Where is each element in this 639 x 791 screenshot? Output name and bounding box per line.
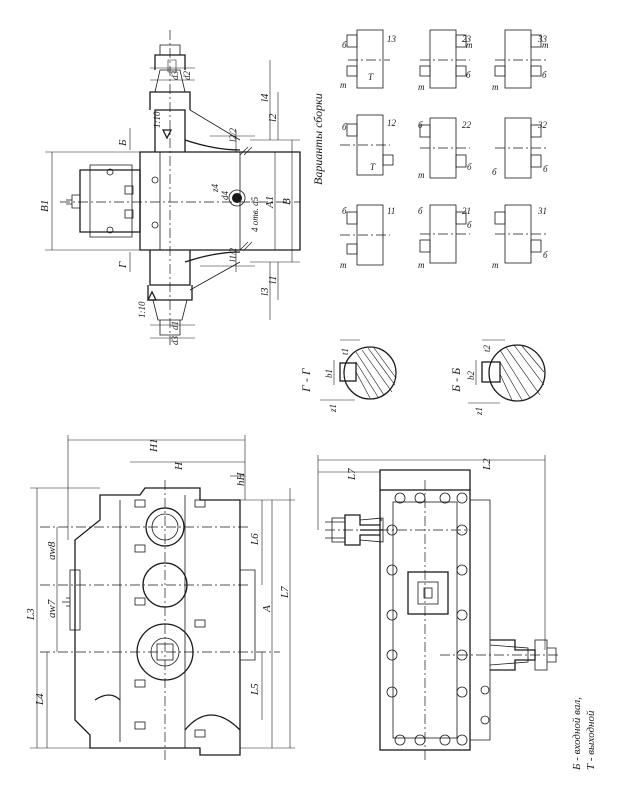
svg-text:т: т <box>542 40 549 50</box>
dim-d1-bot: d1 <box>170 321 180 330</box>
dim-L2: L2 <box>481 458 493 471</box>
variant-label-13: 13 <box>387 34 397 44</box>
section-g-title: Г - Г <box>299 367 313 393</box>
section-g-g: Г - Г t1 b1 z1 <box>299 339 397 413</box>
variant-32: 32 <box>495 117 548 179</box>
dim-A: A <box>261 605 273 613</box>
svg-text:т: т <box>418 170 425 180</box>
svg-text:т: т <box>492 260 499 270</box>
dim-b1: b1 <box>324 369 334 378</box>
legend-line-2: Т - выходной <box>585 710 597 770</box>
variant-13: 13 <box>346 29 397 89</box>
svg-text:б: б <box>467 162 472 172</box>
dim-aw8: aw8 <box>46 541 58 560</box>
section-mark-b: Б <box>117 139 129 147</box>
svg-text:б: б <box>467 220 472 230</box>
dim-A1: A1 <box>264 196 276 209</box>
svg-text:б: б <box>342 40 347 50</box>
svg-text:б: б <box>492 167 497 177</box>
legend: Б - входной вал, Т - выходной <box>571 697 597 771</box>
variant-23: 23 <box>419 29 472 89</box>
svg-text:б: б <box>542 70 547 80</box>
dim-l1: l1 <box>267 275 279 284</box>
svg-text:б: б <box>342 206 347 216</box>
svg-text:Т: Т <box>370 162 376 172</box>
svg-text:Т: Т <box>368 72 374 82</box>
dim-L6: L6 <box>249 533 261 546</box>
svg-text:б: б <box>342 122 347 132</box>
dim-d3-top: d3 <box>170 71 180 81</box>
variants-title: Варианты сборки <box>311 93 325 185</box>
variant-label-21: 21 <box>462 206 471 216</box>
dim-l1-half: l1/2 <box>228 247 238 262</box>
svg-text:б: б <box>418 206 423 216</box>
dim-z4: z4 <box>210 183 220 193</box>
variant-12: 12 <box>340 114 397 176</box>
dim-d2-top: d2 <box>182 71 192 81</box>
variant-label-31: 31 <box>537 206 547 216</box>
variant-label-12: 12 <box>387 118 397 128</box>
dim-H1: H1 <box>148 439 160 453</box>
variant-label-32: 32 <box>537 120 548 130</box>
dim-t1: t1 <box>340 348 350 355</box>
dim-b2: b2 <box>466 371 476 381</box>
dim-B: B <box>281 198 293 205</box>
svg-text:т: т <box>340 80 347 90</box>
svg-text:б: б <box>543 250 548 260</box>
dim-d3-bot: d3 <box>170 336 180 346</box>
dim-L4: L4 <box>34 693 46 706</box>
legend-line-1: Б - входной вал, <box>571 697 583 771</box>
svg-text:б: б <box>418 120 423 130</box>
variant-31: 31 <box>494 204 548 264</box>
svg-text:т: т <box>418 260 425 270</box>
dim-L3: L3 <box>25 608 37 621</box>
dim-z1-g: z1 <box>328 404 338 413</box>
section-mark-g: Г <box>117 261 129 269</box>
variant-label-22: 22 <box>462 120 472 130</box>
dim-L7-side: L7 <box>279 586 291 599</box>
dim-l2-half: l2/2 <box>228 127 238 142</box>
variant-22: 22 <box>419 117 472 179</box>
section-b-title: Б - Б <box>449 368 463 393</box>
dim-aw7: aw7 <box>46 599 58 618</box>
dim-B1: B1 <box>39 200 51 212</box>
taper-bottom: 1:10 <box>137 301 147 318</box>
variant-label-23: 23 <box>462 34 472 44</box>
dim-t2: t2 <box>482 344 492 352</box>
dim-z1-b: z1 <box>474 407 484 416</box>
assembly-variants: Варианты сборки 13 12 11 23 <box>311 29 549 270</box>
dim-hH: hH <box>235 472 247 487</box>
svg-text:б: б <box>543 164 548 174</box>
dim-H: H <box>173 461 185 471</box>
variant-21: 21 <box>419 204 471 264</box>
dim-l3: l3 <box>259 287 271 296</box>
dim-l2: l2 <box>267 113 279 122</box>
plan-view: B1 A1 B 4 отв. d5 d4 z4 l2 l4 l1 l3 l2/2… <box>39 30 301 346</box>
variant-11: 11 <box>340 204 395 266</box>
taper-top: 1:10 <box>152 111 162 128</box>
variant-33: 33 <box>494 29 548 89</box>
dim-l4: l4 <box>259 93 271 102</box>
section-b-b: Б - Б t2 b2 z1 <box>449 339 546 416</box>
dim-holes: 4 отв. d5 <box>250 196 260 232</box>
svg-text:т: т <box>418 82 425 92</box>
svg-text:т: т <box>492 82 499 92</box>
side-view: L3 L4 aw8 aw7 H1 H hH L6 A L7 L5 <box>25 435 295 760</box>
front-view: L7 L2 <box>317 455 560 760</box>
variant-label-11: 11 <box>387 206 395 216</box>
svg-text:т: т <box>340 260 347 270</box>
dim-L7-front: L7 <box>346 468 358 481</box>
variant-label-33: 33 <box>537 34 548 44</box>
dim-L5: L5 <box>249 683 261 696</box>
dim-d4: d4 <box>220 191 230 201</box>
svg-text:т: т <box>466 40 473 50</box>
svg-text:б: б <box>466 70 471 80</box>
